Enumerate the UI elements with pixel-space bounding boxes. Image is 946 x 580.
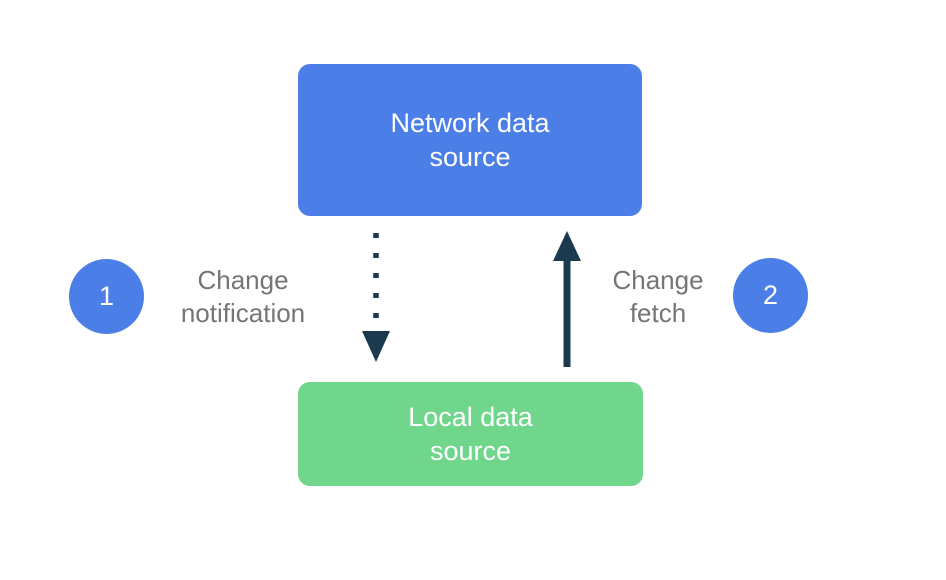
step-2-badge: 2 [733, 258, 808, 333]
step-1-badge: 1 [69, 259, 144, 334]
step-1-number: 1 [98, 281, 115, 311]
step-2-number: 2 [762, 280, 779, 310]
change-fetch-arrow [553, 231, 581, 367]
arrow-down-icon [362, 331, 390, 362]
local-data-source-node: Local data source [298, 382, 643, 486]
local-data-source-label: Local data source [408, 402, 533, 466]
change-notification-arrow [362, 233, 390, 362]
change-notification-label: Change notification [180, 265, 306, 328]
network-data-source-label: Network data source [390, 108, 550, 172]
arrow-up-icon [553, 231, 581, 261]
network-data-source-node: Network data source [298, 64, 642, 216]
change-fetch-label: Change fetch [612, 265, 704, 328]
